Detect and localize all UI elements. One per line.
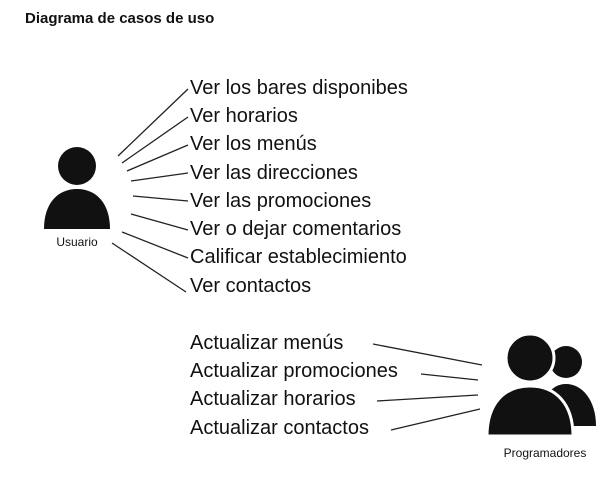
use-case-ver-bares: Ver los bares disponibes: [190, 77, 408, 99]
actor-label-programadores: Programadores: [503, 446, 587, 460]
connector-ver-bares: [117, 88, 189, 157]
actor-label-usuario: Usuario: [56, 235, 98, 249]
connector-actualizar-promociones: [420, 373, 479, 381]
connector-ver-direcciones: [130, 172, 189, 182]
use-case-ver-direcciones: Ver las direcciones: [190, 162, 358, 184]
connector-ver-promociones: [132, 195, 189, 202]
connector-ver-menus: [126, 144, 189, 172]
diagram-title: Diagrama de casos de uso: [25, 10, 215, 27]
connector-ver-horarios: [121, 116, 189, 164]
connector-calificar: [121, 231, 189, 259]
use-case-ver-promociones: Ver las promociones: [190, 190, 372, 212]
connector-ver-contactos: [111, 242, 187, 293]
connector-actualizar-horarios: [376, 394, 479, 402]
connector-actualizar-contactos: [390, 408, 481, 431]
use-case-ver-contactos: Ver contactos: [190, 275, 312, 297]
use-case-actualizar-horarios: Actualizar horarios: [190, 388, 356, 410]
use-case-calificar: Calificar establecimiento: [190, 246, 407, 268]
group-icon: [485, 332, 596, 438]
use-case-ver-comentarios: Ver o dejar comentarios: [190, 218, 402, 240]
use-case-actualizar-promociones: Actualizar promociones: [190, 360, 398, 382]
use-case-actualizar-menus: Actualizar menús: [190, 332, 344, 354]
use-case-actualizar-contactos: Actualizar contactos: [190, 417, 369, 439]
use-case-ver-menus: Ver los menús: [190, 133, 317, 155]
person-icon: [44, 147, 110, 229]
connector-ver-comentarios: [130, 213, 189, 231]
connector-actualizar-menus: [372, 343, 483, 366]
use-case-ver-horarios: Ver horarios: [190, 105, 298, 127]
